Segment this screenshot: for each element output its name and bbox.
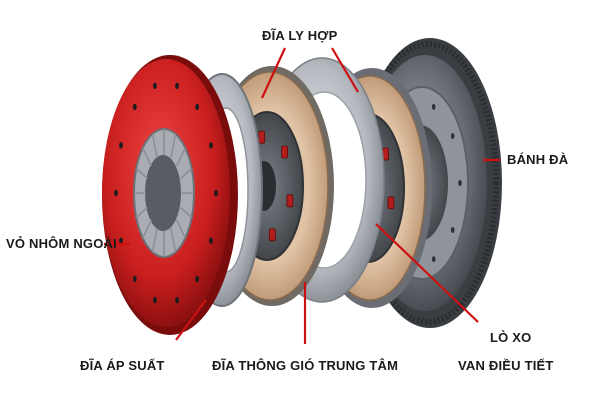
label-clutch-disc: ĐĨA LY HỢP xyxy=(262,28,338,43)
cover-bolt xyxy=(195,275,200,283)
diaphragm-finger xyxy=(170,133,177,159)
diaphragm-finger xyxy=(175,219,186,239)
damper-spring xyxy=(258,130,266,144)
cover-bolt xyxy=(114,189,118,197)
cover-bolt xyxy=(175,297,180,304)
flywheel-bolt xyxy=(450,227,455,233)
diaphragm-finger xyxy=(180,206,193,219)
cover-bolt xyxy=(175,82,180,90)
damper-spring xyxy=(268,228,276,242)
cover-bolt xyxy=(153,82,157,90)
flywheel-bolt xyxy=(450,133,455,139)
cover-bolt xyxy=(214,189,218,197)
cover-bolt xyxy=(132,275,137,283)
cover-bolt xyxy=(209,237,213,244)
cover-bolt xyxy=(119,142,123,149)
diaphragm-finger xyxy=(151,133,158,159)
diaphragm-finger xyxy=(151,227,158,253)
flywheel-bolt xyxy=(458,180,462,186)
cover-bolt xyxy=(195,103,200,111)
damper-spring xyxy=(387,196,395,210)
cover-bolt xyxy=(153,297,157,304)
diaphragm-finger xyxy=(135,206,148,219)
diaphragm-finger xyxy=(135,167,148,180)
diaphragm-finger xyxy=(170,227,177,253)
cover-bolt xyxy=(209,142,213,149)
damper-spring xyxy=(286,194,294,208)
diaphragm-finger xyxy=(175,147,186,167)
aluminum-cover-part xyxy=(102,55,238,335)
damper-spring xyxy=(281,145,289,159)
diaphragm-finger xyxy=(142,219,153,239)
diaphragm-finger xyxy=(142,147,153,167)
label-flywheel: BÁNH ĐÀ xyxy=(507,152,569,167)
label-spring-line2: VAN ĐIỀU TIẾT xyxy=(458,358,554,373)
label-spring-line1: LÒ XO xyxy=(490,330,532,345)
pointer-spring xyxy=(375,223,479,323)
cover-bolt xyxy=(132,103,137,111)
pointer-pressure-plate xyxy=(175,299,207,341)
pointer-clutch-disc-right xyxy=(331,47,359,93)
flywheel-bolt xyxy=(431,103,436,110)
label-pressure-plate: ĐĨA ÁP SUẤT xyxy=(80,358,165,373)
pointer-lines xyxy=(104,47,500,344)
cover-bolt xyxy=(119,237,123,244)
label-center-vent-disc: ĐĨA THÔNG GIÓ TRUNG TÂM xyxy=(212,358,399,373)
flywheel-bolt xyxy=(431,256,436,263)
diaphragm-finger xyxy=(180,167,193,180)
pointer-clutch-disc-left xyxy=(261,47,286,99)
label-aluminum-cover: VỎ NHÔM NGOÀI xyxy=(6,236,117,251)
